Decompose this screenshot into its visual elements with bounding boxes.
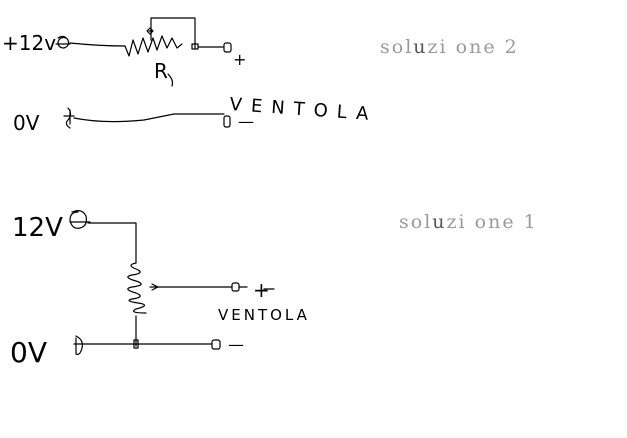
solution-2-title: soluzi one 2 <box>380 36 519 58</box>
solution-1-wiper-arrow <box>149 283 159 291</box>
solution-2-zero-v-label: 0V <box>13 111 40 135</box>
solution-2-fan-plus-label: + <box>233 50 246 69</box>
solution-2-title-part-a: sol <box>380 36 414 58</box>
solution-2-plus-12v-label: +12v <box>2 31 56 55</box>
solution-2-circuit: +12v R + 0V — VENTOLA <box>2 17 378 135</box>
solution-1-zero-terminal <box>73 335 85 355</box>
solution-1-bottom-junction <box>133 339 139 349</box>
solution-2-resistor-label-tail <box>167 73 174 87</box>
solution-1-potentiometer <box>127 262 147 314</box>
solution-2-plus-terminal <box>55 35 71 49</box>
solution-1-title-mark: u <box>432 211 447 233</box>
solution-2-wiper-dot <box>146 27 154 35</box>
solution-1-fan-plus-label: + <box>253 278 270 302</box>
solution-2-resistor-label: R <box>154 59 168 83</box>
solution-2-fan-plus-terminal <box>223 42 232 53</box>
solution-1-fan-minus-terminal <box>211 339 221 350</box>
solution-1-fan-plus-terminal <box>231 282 240 292</box>
solution-1-circuit: 12V + VENTOLA 0V — <box>10 210 310 369</box>
solution-1-zero-v-label: 0V <box>10 336 47 369</box>
solution-1-title-part-a: sol <box>399 211 433 233</box>
solution-1-fan-label: VENTOLA <box>218 306 310 324</box>
solution-2-fan-minus-label: — <box>238 112 254 131</box>
solution-2-resistor <box>124 35 183 57</box>
solution-1-wire-top <box>87 222 137 264</box>
solution-1-title-part-b: zi one 1 <box>446 211 538 233</box>
solution-1-plus-terminal <box>69 210 91 229</box>
solution-2-zero-terminal <box>63 107 75 129</box>
solution-2-wire-top-1 <box>69 42 126 47</box>
solution-2-title-part-b: zi one 2 <box>427 36 519 58</box>
solution-1-title: soluzi one 1 <box>399 211 538 233</box>
solution-1-fan-minus-label: — <box>228 335 244 354</box>
solution-2-wire-bottom <box>73 113 225 123</box>
solution-2-wiper-loop <box>150 17 196 49</box>
solution-1-12v-label: 12V <box>12 213 63 243</box>
solution-2-fan-minus-terminal <box>223 115 231 128</box>
solution-2-title-mark: u <box>413 36 428 58</box>
